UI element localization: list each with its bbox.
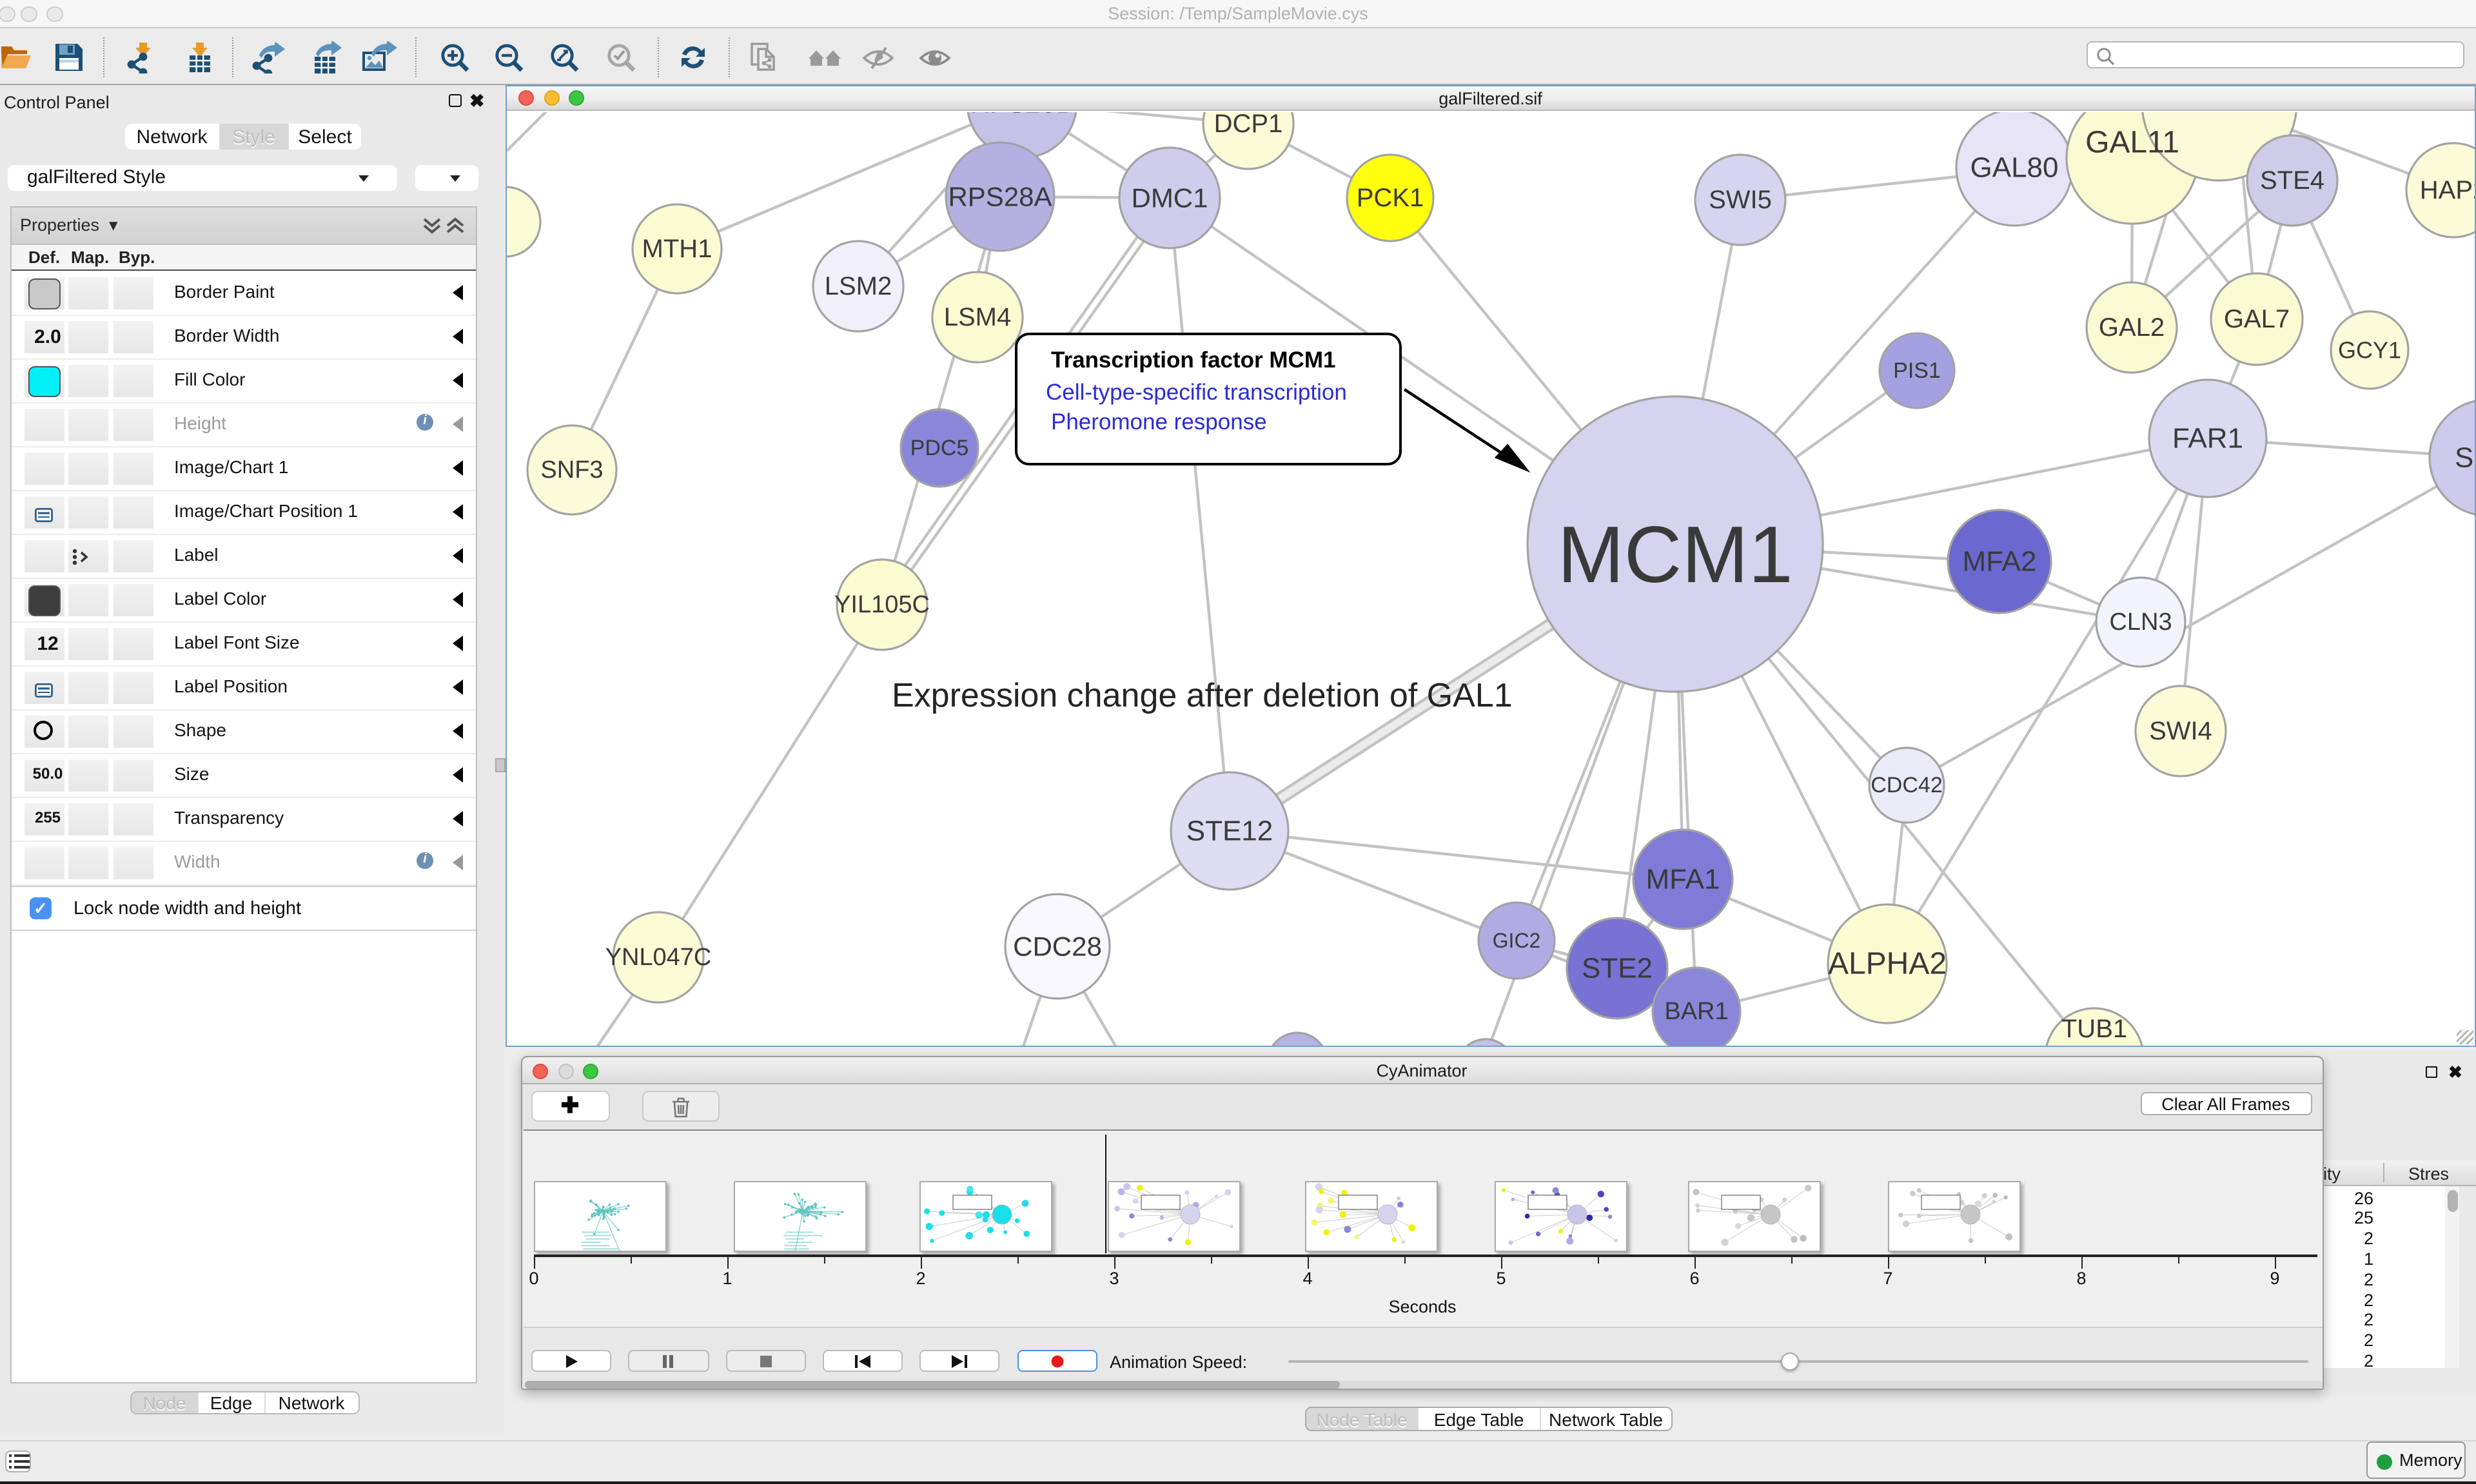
svg-text:MCM1: MCM1 bbox=[1557, 510, 1792, 599]
svg-text:RPS28A: RPS28A bbox=[947, 181, 1051, 211]
svg-text:TUB1: TUB1 bbox=[2061, 1014, 2127, 1042]
svg-text:GAL80: GAL80 bbox=[1970, 151, 2058, 183]
svg-text:PDC5: PDC5 bbox=[910, 435, 968, 460]
svg-text:YIL105C: YIL105C bbox=[834, 591, 929, 618]
svg-text:HAP2: HAP2 bbox=[2419, 175, 2475, 204]
svg-text:PIS1: PIS1 bbox=[1892, 358, 1940, 382]
svg-text:YNL047C: YNL047C bbox=[605, 943, 711, 970]
svg-text:MTH1: MTH1 bbox=[642, 234, 712, 262]
svg-text:MFA1: MFA1 bbox=[1646, 863, 1720, 895]
svg-text:SWI5: SWI5 bbox=[1708, 185, 1771, 213]
svg-text:GAL2: GAL2 bbox=[2098, 313, 2164, 341]
svg-text:CDC28: CDC28 bbox=[1012, 931, 1101, 961]
svg-text:CDC42: CDC42 bbox=[1870, 772, 1941, 797]
svg-text:STE4: STE4 bbox=[2259, 166, 2324, 194]
svg-text:ALPHA2: ALPHA2 bbox=[1827, 946, 1946, 981]
svg-text:MFA2: MFA2 bbox=[1962, 545, 2036, 577]
svg-text:SNF3: SNF3 bbox=[540, 456, 602, 483]
svg-text:RPS20B: RPS20B bbox=[969, 112, 1073, 118]
svg-text:BAR1: BAR1 bbox=[1664, 997, 1727, 1024]
svg-text:GAL7: GAL7 bbox=[2223, 304, 2289, 333]
svg-text:FAR1: FAR1 bbox=[2172, 422, 2243, 454]
svg-text:STE2: STE2 bbox=[1581, 952, 1652, 984]
svg-text:DMC1: DMC1 bbox=[1130, 182, 1207, 213]
svg-text:DCP1: DCP1 bbox=[1213, 112, 1282, 137]
svg-text:SLT2: SLT2 bbox=[2454, 442, 2475, 473]
svg-text:LSM2: LSM2 bbox=[824, 271, 892, 300]
svg-text:LSM4: LSM4 bbox=[943, 302, 1011, 331]
svg-text:GAL11: GAL11 bbox=[2085, 125, 2179, 159]
svg-text:PCK1: PCK1 bbox=[1356, 183, 1424, 211]
svg-text:GCY1: GCY1 bbox=[2337, 337, 2401, 363]
svg-text:STE12: STE12 bbox=[1186, 815, 1273, 846]
svg-text:SWI4: SWI4 bbox=[2148, 716, 2212, 745]
svg-text:CLN3: CLN3 bbox=[2108, 608, 2171, 635]
svg-text:GIC2: GIC2 bbox=[1492, 928, 1540, 952]
